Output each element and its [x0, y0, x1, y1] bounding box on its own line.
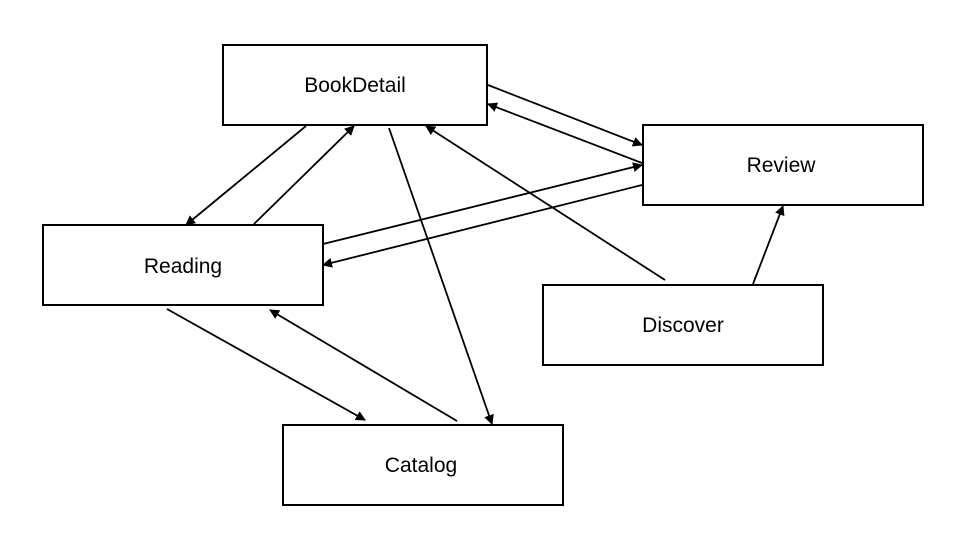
node-discover-label: Discover — [642, 314, 724, 337]
node-catalog: Catalog — [282, 424, 564, 506]
node-review: Review — [642, 124, 924, 206]
edge-review-to-reading — [322, 184, 643, 268]
edge-bookdetail-to-review — [487, 84, 643, 147]
node-bookdetail-label: BookDetail — [304, 74, 406, 97]
node-bookdetail-box — [222, 44, 488, 126]
edge-review-to-bookdetail — [487, 102, 643, 164]
node-review-label: Review — [747, 154, 817, 177]
edge-reading-to-bookdetail — [253, 125, 355, 225]
edge-discover-to-bookdetail — [425, 125, 666, 281]
node-reading-box — [42, 224, 324, 306]
edge-catalog-to-reading — [269, 309, 458, 422]
edge-bookdetail-to-reading — [185, 125, 307, 226]
edge-reading-to-review — [322, 162, 643, 245]
node-review-box — [642, 124, 924, 206]
node-bookdetail: BookDetail — [222, 44, 488, 126]
node-reading-label: Reading — [144, 255, 222, 278]
edge-discover-to-review — [752, 205, 785, 285]
edge-bookdetail-to-catalog — [388, 127, 494, 425]
node-discover: Discover — [542, 284, 824, 366]
node-catalog-box — [282, 424, 564, 506]
node-catalog-label: Catalog — [385, 454, 457, 477]
node-reading: Reading — [42, 224, 324, 306]
node-discover-box — [542, 284, 824, 366]
edge-reading-to-catalog — [166, 308, 366, 421]
edges — [166, 84, 785, 425]
